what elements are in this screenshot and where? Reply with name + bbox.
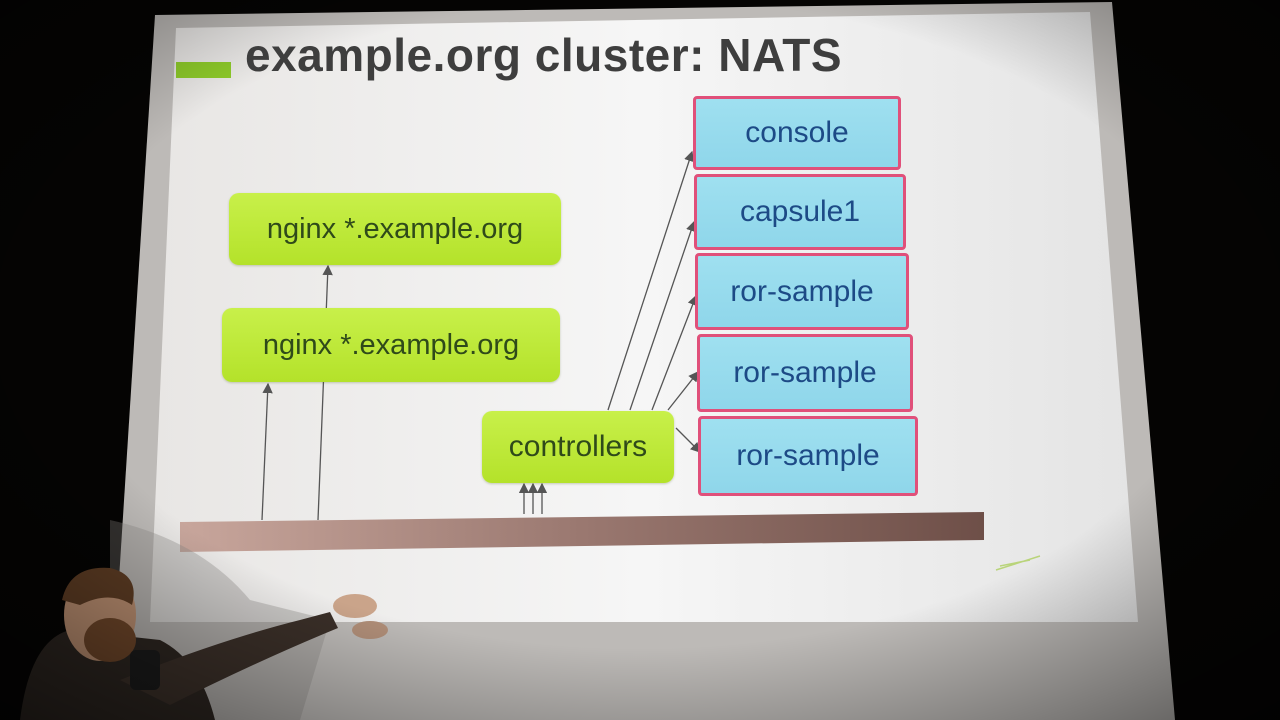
app-box-capsule1: capsule1 <box>694 174 906 250</box>
controllers-box: controllers <box>482 411 674 483</box>
app-box-ror-sample-3: ror-sample <box>698 416 918 496</box>
nginx-box-bottom: nginx *.example.org <box>222 308 560 382</box>
slide-title: example.org cluster: NATS <box>245 29 843 81</box>
nginx-box-top: nginx *.example.org <box>229 193 561 265</box>
app-box-ror-sample-1: ror-sample <box>695 253 909 330</box>
app-box-ror-sample-2: ror-sample <box>697 334 913 412</box>
app-box-console: console <box>693 96 901 170</box>
